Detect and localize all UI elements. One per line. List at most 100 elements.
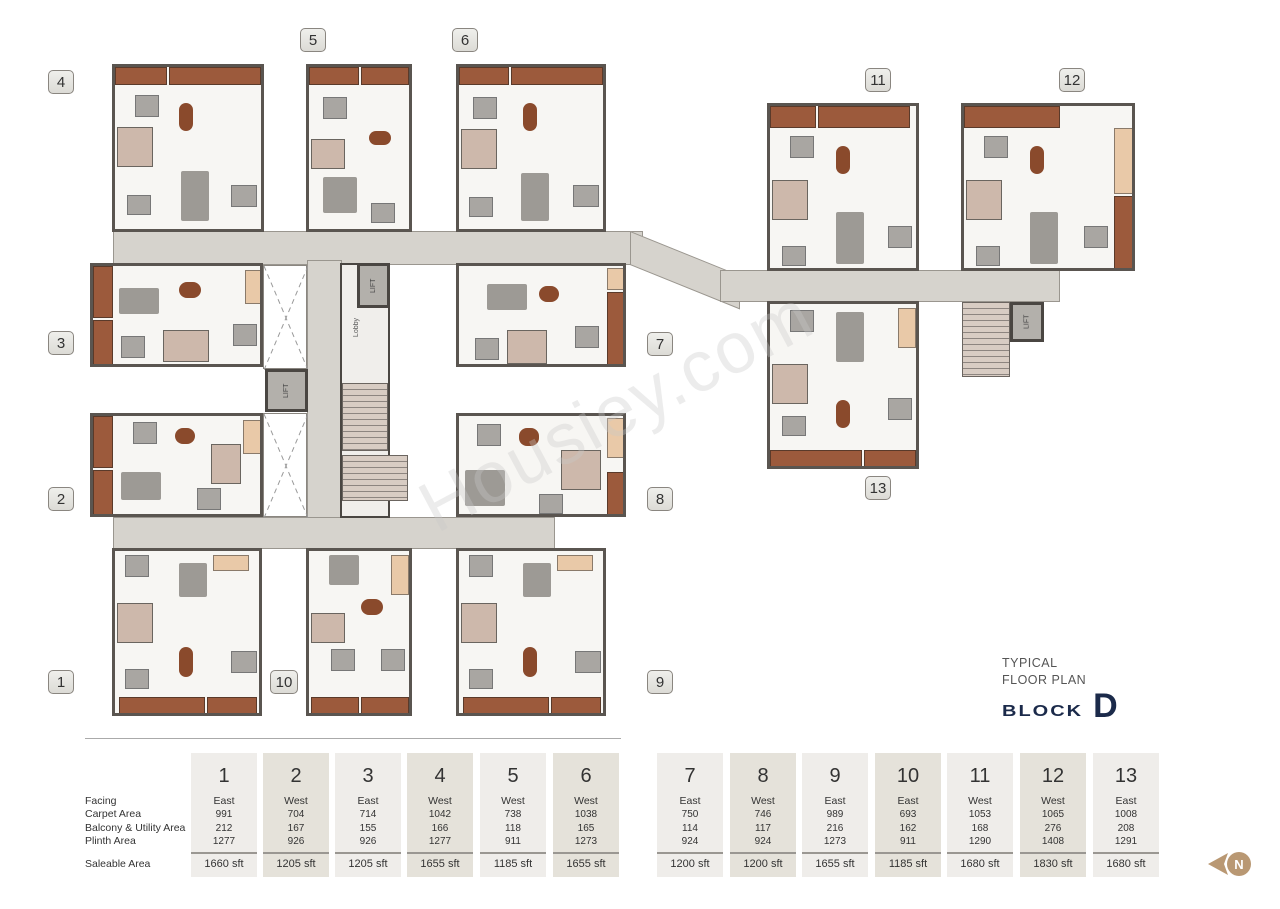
svg-text:N: N (1234, 857, 1243, 872)
corridor-east (720, 270, 1060, 302)
unit-tag-10: 10 (270, 670, 298, 694)
unit-2-plan[interactable] (90, 413, 263, 517)
column-separator (730, 852, 796, 855)
unit-13-plan[interactable] (767, 301, 919, 469)
facing-value: West (751, 795, 775, 807)
title-floor-plan: FLOOR PLAN (1002, 673, 1087, 687)
plinth-area-value: 1408 (1041, 835, 1065, 847)
lift-east: LIFT (1010, 302, 1044, 342)
carpet-area-value: 1065 (1041, 809, 1065, 821)
unit-number: 3 (362, 765, 374, 787)
void-cutout-upper (263, 265, 308, 370)
unit-4-plan[interactable] (112, 64, 264, 232)
saleable-area-value: 1660 sft (204, 858, 244, 871)
facing-value: West (574, 795, 598, 807)
unit-tag-1: 1 (48, 670, 74, 694)
unit-8-plan[interactable] (456, 413, 626, 517)
facing-value: East (679, 795, 701, 807)
label-balcony-utility-area: Balcony & Utility Area (85, 821, 186, 834)
plinth-area-value: 1273 (823, 835, 847, 847)
saleable-area-value: 1200 sft (670, 858, 710, 871)
facing-value: West (968, 795, 992, 807)
unit-12-plan[interactable] (961, 103, 1135, 271)
plinth-area-value: 924 (681, 835, 699, 847)
label-carpet-area: Carpet Area (85, 808, 142, 821)
unit-10-plan[interactable] (306, 548, 412, 716)
unit-number: 8 (757, 765, 769, 787)
lobby-label: Lobby (353, 318, 360, 338)
block-letter: D (1093, 687, 1118, 725)
column-separator (657, 852, 723, 855)
unit-number: 4 (434, 765, 446, 787)
carpet-area-value: 1042 (428, 809, 452, 821)
plinth-area-value: 911 (505, 835, 521, 847)
unit-tag-5: 5 (300, 28, 326, 52)
unit-9-plan[interactable] (456, 548, 606, 716)
unit-number: 1 (218, 765, 230, 787)
saleable-area-value: 1830 sft (1033, 858, 1073, 871)
label-plinth-area: Plinth Area (85, 834, 136, 847)
unit-number: 5 (507, 765, 519, 787)
stairs-east (962, 302, 1010, 377)
unit-3-plan[interactable] (90, 263, 263, 367)
unit-number: 10 (896, 765, 920, 787)
unit-1-plan[interactable] (112, 548, 262, 716)
unit-tag-3: 3 (48, 331, 74, 355)
balcony-utility-value: 276 (1044, 822, 1062, 834)
column-separator (875, 852, 941, 855)
facing-value: West (284, 795, 308, 807)
divider-rule (85, 738, 621, 739)
unit-number: 12 (1041, 765, 1065, 787)
north-compass-icon: N (1208, 852, 1251, 876)
carpet-area-value: 1008 (1114, 809, 1138, 821)
facing-value: East (1115, 795, 1137, 807)
carpet-area-value: 738 (504, 809, 522, 821)
plinth-area-value: 1277 (212, 835, 236, 847)
saleable-area-value: 1680 sft (1106, 858, 1146, 871)
column-separator (947, 852, 1013, 855)
unit-11-plan[interactable] (767, 103, 919, 271)
unit-7-plan[interactable] (456, 263, 626, 367)
saleable-area-value: 1205 sft (348, 858, 388, 871)
lift-west: LIFT (265, 369, 308, 412)
column-separator (407, 852, 473, 855)
lift-central: LIFT (357, 263, 390, 308)
plinth-area-value: 911 (900, 835, 916, 847)
block-word: BLOCK (1002, 702, 1084, 721)
unit-number: 9 (829, 765, 841, 787)
saleable-area-value: 1200 sft (743, 858, 783, 871)
column-separator (1093, 852, 1159, 855)
saleable-area-value: 1655 sft (815, 858, 855, 871)
corridor-top (113, 231, 643, 265)
column-separator (335, 852, 401, 855)
unit-tag-11: 11 (865, 68, 891, 92)
facing-value: East (897, 795, 919, 807)
unit-5-plan[interactable] (306, 64, 412, 232)
unit-tag-13: 13 (865, 476, 891, 500)
unit-tag-4: 4 (48, 70, 74, 94)
facing-value: East (213, 795, 235, 807)
saleable-area-value: 1680 sft (960, 858, 1000, 871)
saleable-area-value: 1205 sft (276, 858, 316, 871)
column-separator (1020, 852, 1086, 855)
plinth-area-value: 1290 (968, 835, 992, 847)
unit-tag-7: 7 (647, 332, 673, 356)
unit-tag-6: 6 (452, 28, 478, 52)
unit-6-plan[interactable] (456, 64, 606, 232)
corridor-bottom (113, 517, 555, 549)
balcony-utility-value: 208 (1117, 822, 1135, 834)
unit-number: 6 (580, 765, 592, 787)
plinth-area-value: 926 (359, 835, 377, 847)
saleable-area-value: 1185 sft (888, 858, 928, 871)
facing-value: West (428, 795, 452, 807)
stairs-central-lower (342, 455, 408, 501)
